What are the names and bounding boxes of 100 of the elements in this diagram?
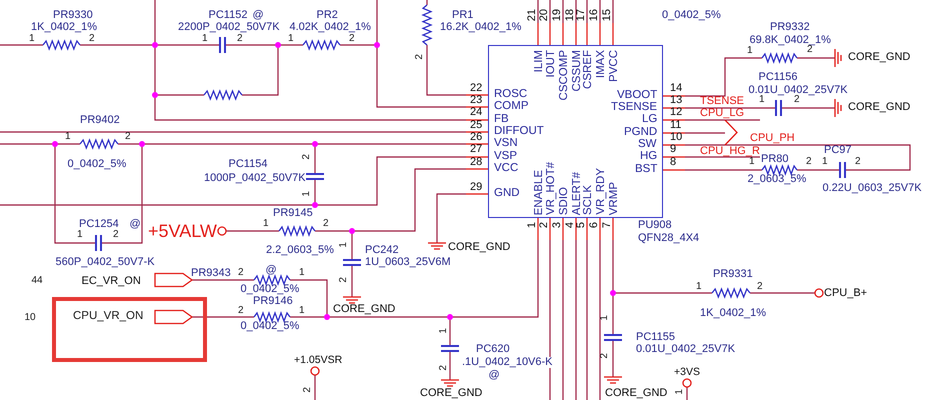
pin-number: 29 bbox=[470, 182, 482, 192]
pin-number: 10 bbox=[24, 313, 36, 323]
pin-name: FB bbox=[494, 114, 509, 126]
pin-number: 1 bbox=[759, 95, 765, 105]
pin-name: HG bbox=[640, 151, 658, 162]
reference-designator: PR9343 bbox=[191, 268, 231, 278]
component-value: 0.01U_0402_25V7K bbox=[636, 344, 736, 354]
pin-name: GND bbox=[494, 188, 520, 200]
pin-number: 1 bbox=[339, 242, 349, 248]
pin-number: 2 bbox=[323, 219, 329, 229]
signal-name: CPU_HG_R bbox=[700, 146, 760, 156]
pin-number: 44 bbox=[32, 276, 43, 286]
pin-number: 1 bbox=[696, 282, 702, 292]
pin-number: 3 bbox=[552, 222, 562, 228]
pin-name: COMP bbox=[494, 101, 528, 112]
pin-name: IMAX bbox=[596, 50, 608, 78]
pin-number: 2 bbox=[600, 353, 610, 359]
pin-number: 24 bbox=[470, 106, 482, 118]
pin-number: 10 bbox=[670, 132, 682, 142]
pin-number: 1 bbox=[263, 219, 269, 229]
pin-number: 2 bbox=[339, 277, 349, 283]
pin-number: 2 bbox=[302, 154, 312, 160]
pin-name: VSP bbox=[494, 151, 518, 162]
reference-designator: PR9332 bbox=[770, 22, 810, 32]
reference-designator: PR1 bbox=[452, 10, 474, 20]
component-value: 0_0402_5% bbox=[240, 284, 300, 294]
pin-name: CSREF bbox=[583, 50, 594, 89]
pin-number: 8 bbox=[670, 156, 676, 168]
component-value: 1U_0603_25V6M bbox=[365, 256, 451, 268]
pin-number: 1 bbox=[288, 34, 294, 44]
component-value: 2.2_0603_5% bbox=[266, 244, 334, 256]
pin-number: 14 bbox=[670, 82, 682, 94]
pin-number: 26 bbox=[470, 132, 482, 142]
reference-designator: PC1155 bbox=[636, 332, 675, 342]
pin-name: BST bbox=[635, 164, 658, 176]
component-value: 560P_0402_50V7-K bbox=[56, 256, 155, 268]
pin-name: CSSUM bbox=[572, 50, 583, 92]
pin-number: 4 bbox=[564, 222, 576, 228]
component-value: 2200P_0402_50V7K bbox=[178, 22, 280, 32]
component-value: 0.01U_0402_25V7K bbox=[748, 84, 848, 96]
power-rail-label: +1.05VSR bbox=[294, 354, 342, 365]
pin-number: 2 bbox=[238, 306, 244, 316]
pin-number: 2 bbox=[757, 282, 763, 292]
reference-designator: PR9145 bbox=[273, 208, 313, 218]
component-value: 16.2K_0402_1% bbox=[440, 22, 522, 32]
pin-number: 1 bbox=[749, 157, 755, 167]
component-value: 4.02K_0402_1% bbox=[290, 22, 371, 32]
pin-number: 15 bbox=[602, 9, 612, 22]
pin-number: 23 bbox=[470, 94, 482, 106]
pin-name: ROSC bbox=[494, 89, 528, 100]
assembly-mark: @ bbox=[130, 218, 141, 230]
pin-name: DIFFOUT bbox=[494, 126, 544, 138]
pin-number: 2 bbox=[237, 34, 243, 44]
pin-number: 2 bbox=[113, 230, 119, 240]
component-value: 0.22U_0603_25V7K bbox=[822, 182, 922, 194]
pin-number: 1 bbox=[202, 34, 208, 44]
assembly-mark: @ bbox=[252, 10, 264, 20]
reference-designator: PR9402 bbox=[80, 114, 120, 126]
component-value: .1U_0402_10V6-K bbox=[462, 356, 553, 368]
reference-designator: PC242 bbox=[365, 244, 399, 256]
pin-number: 19 bbox=[552, 9, 562, 22]
pin-name: SW bbox=[638, 139, 657, 150]
pin-name: VR_RDY bbox=[596, 168, 608, 215]
pin-name: SDIO bbox=[559, 187, 570, 216]
net-label: CORE_GND bbox=[333, 304, 396, 314]
reference-designator: PC1254 bbox=[79, 218, 119, 230]
ic-body bbox=[488, 45, 663, 218]
component-value: 0_0402_5% bbox=[240, 320, 300, 332]
pin-name: VSN bbox=[494, 138, 518, 150]
pin-number: 2 bbox=[807, 45, 813, 55]
pin-number: 20 bbox=[538, 9, 550, 22]
part-designator: QFN28_4X4 bbox=[638, 232, 700, 244]
pin-number: 2 bbox=[794, 95, 800, 105]
pin-number: 25 bbox=[470, 120, 482, 130]
reference-designator: PC1156 bbox=[758, 72, 798, 82]
pin-number: 1 bbox=[747, 46, 753, 56]
pin-number: 21 bbox=[526, 9, 538, 22]
signal-name: CPU_PH bbox=[750, 132, 795, 144]
reference-designator: PR80 bbox=[761, 154, 789, 164]
net-label: CORE_GND bbox=[605, 388, 668, 398]
signal-name: CPU_LG bbox=[700, 108, 744, 118]
reference-designator: PR9331 bbox=[713, 268, 753, 280]
pin-number: 2 bbox=[538, 222, 550, 228]
pin-name: PGND bbox=[624, 127, 658, 138]
net-label: CORE_GND bbox=[848, 52, 910, 62]
assembly-mark: @ bbox=[266, 264, 277, 276]
assembly-mark: @ bbox=[488, 370, 500, 380]
pin-number: 2 bbox=[303, 387, 313, 393]
pin-number: 27 bbox=[470, 144, 482, 154]
pin-name: LG bbox=[642, 114, 658, 126]
pin-number: 1 bbox=[526, 222, 538, 228]
pin-number: 1 bbox=[439, 328, 449, 334]
pin-number: 13 bbox=[670, 94, 682, 106]
pin-number: 1 bbox=[299, 268, 305, 278]
component-value: 2_0603_5% bbox=[748, 174, 806, 184]
pin-number: 1 bbox=[65, 132, 71, 142]
pin-number: 22 bbox=[470, 82, 482, 94]
reference-designator: PC1152 bbox=[208, 10, 248, 20]
pin-number: 1 bbox=[77, 230, 83, 240]
component-value: 0_0402_5% bbox=[68, 158, 126, 170]
